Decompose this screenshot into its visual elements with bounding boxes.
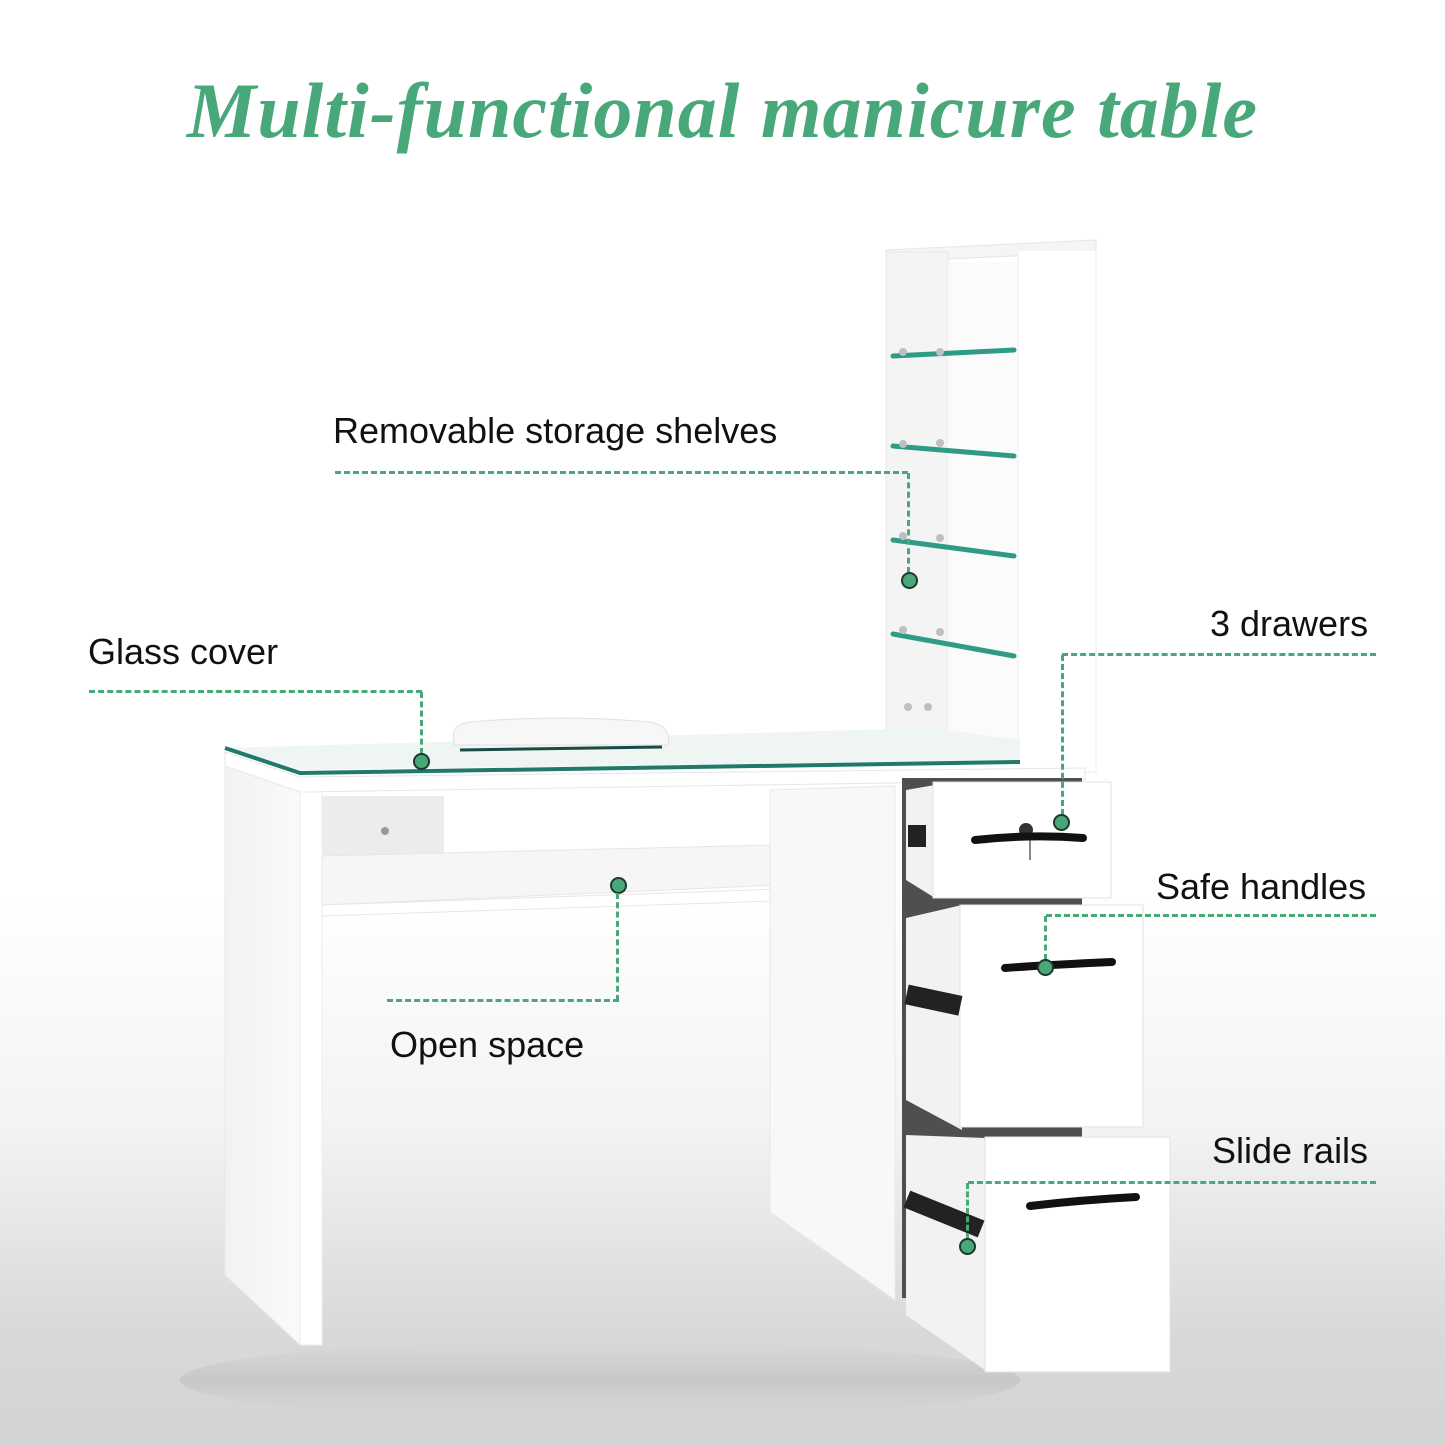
arm-rest-cushion	[452, 717, 670, 752]
leader-line	[1046, 914, 1376, 917]
leader-line	[968, 1181, 1376, 1184]
callout-label: 3 drawers	[1210, 603, 1369, 644]
callout-label: Slide rails	[1212, 1130, 1369, 1171]
callout-marker	[901, 572, 918, 589]
page-title: Multi-functional manicure table	[186, 67, 1259, 154]
callout-label: Glass cover	[88, 631, 279, 672]
callout-marker	[1053, 814, 1070, 831]
callout-marker	[413, 753, 430, 770]
leader-line	[420, 692, 423, 754]
callout-marker	[1037, 959, 1054, 976]
callout-marker	[959, 1238, 976, 1255]
leader-line	[387, 999, 619, 1002]
callout-label: Open space	[390, 1024, 585, 1065]
leader-line	[907, 473, 910, 573]
leader-line	[616, 893, 619, 1001]
middle-panel	[769, 785, 896, 1301]
leader-line	[966, 1183, 969, 1239]
open-shelf	[321, 796, 896, 917]
leader-line	[89, 690, 422, 693]
floor-shadow	[180, 1340, 1020, 1420]
leader-line	[335, 471, 908, 474]
leader-line	[1062, 653, 1376, 656]
callout-label: Removable storage shelves	[333, 410, 778, 451]
drawer-cabinet	[902, 778, 1171, 1373]
callout-marker	[610, 877, 627, 894]
leader-line	[1044, 916, 1047, 960]
left-leg	[224, 765, 323, 1347]
shelf-tower	[885, 239, 1097, 773]
callout-label: Safe handles	[1156, 866, 1367, 907]
leader-line	[1061, 655, 1064, 815]
